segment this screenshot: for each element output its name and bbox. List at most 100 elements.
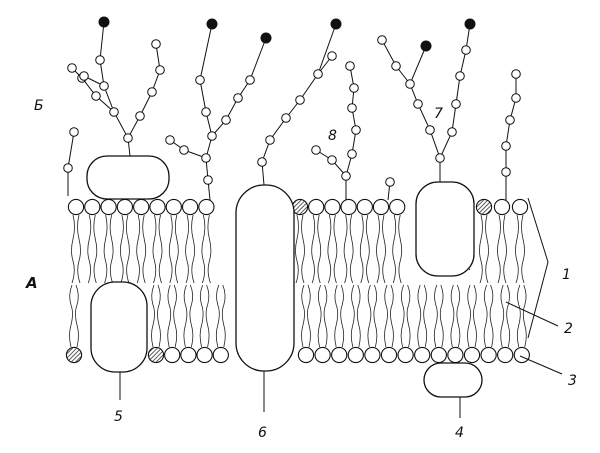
lipid-tail xyxy=(479,214,483,284)
lipid-head-outer xyxy=(324,198,341,216)
sugar-residue xyxy=(99,81,109,91)
lipid-tail xyxy=(323,284,328,348)
lipid-tail xyxy=(75,284,79,348)
sialic-acid-residue xyxy=(206,18,218,30)
lipid-head-outer xyxy=(67,198,85,216)
lipid-head-outer xyxy=(165,198,182,216)
oligosaccharide-chain xyxy=(345,65,357,177)
sugar-residue xyxy=(349,83,359,93)
lipid-tail xyxy=(450,284,455,348)
sialic-acid-residue xyxy=(260,32,272,44)
sugar-residue xyxy=(201,107,211,117)
sugar-residue xyxy=(123,133,133,143)
sugar-residue xyxy=(377,35,387,45)
label-7: 7 xyxy=(434,106,443,122)
lipid-head-outer xyxy=(372,198,390,216)
lipid-tail xyxy=(522,284,527,348)
inner-leaflet-heads xyxy=(65,346,530,364)
sugar-residue xyxy=(91,91,101,101)
sugar-residue xyxy=(311,145,321,155)
sugar-residue xyxy=(233,93,243,103)
lipid-tail xyxy=(516,284,521,348)
lipid-tail xyxy=(390,284,394,348)
oligosaccharide-chain xyxy=(439,23,471,159)
lipid-tail xyxy=(392,214,397,284)
sugar-residue xyxy=(385,177,395,187)
lipid-tail xyxy=(398,214,403,284)
lipid-head-inner xyxy=(497,346,514,364)
lipid-tail xyxy=(103,214,108,284)
lipid-tail xyxy=(215,284,220,348)
sugar-residue xyxy=(179,145,189,155)
lipid-head-inner xyxy=(430,346,447,364)
label-2: 2 xyxy=(564,321,573,337)
sugar-residue xyxy=(455,71,465,81)
sugar-residue xyxy=(501,141,511,151)
lipid-head-inner xyxy=(380,346,398,364)
lipid-head-inner xyxy=(364,346,381,364)
sialic-acid-residue xyxy=(330,18,342,30)
sugar-residue xyxy=(281,113,291,123)
lipid-head-inner xyxy=(164,346,181,364)
sugar-residue xyxy=(69,127,79,137)
lipid-tail xyxy=(126,214,130,284)
sugar-residue xyxy=(109,107,119,117)
lipid-head-outer xyxy=(198,198,215,216)
lipid-tail xyxy=(521,214,525,284)
sugar-residue xyxy=(221,115,231,125)
lipid-tail xyxy=(158,214,163,284)
lipid-head-outer xyxy=(389,198,406,216)
lipid-tail xyxy=(503,214,507,284)
sugar-residue xyxy=(147,87,157,97)
lipid-head-outer xyxy=(308,198,325,216)
lipid-head-outer xyxy=(475,198,493,216)
lipid-tail xyxy=(151,284,155,348)
lipid-tail xyxy=(189,284,194,348)
lipid-tail xyxy=(439,284,444,348)
lipid-tail xyxy=(120,214,124,284)
bracket-1 xyxy=(527,197,549,339)
sugar-residue xyxy=(67,63,77,73)
label-B: Б xyxy=(34,98,44,114)
sugar-residue xyxy=(351,125,361,135)
sugar-residue xyxy=(425,125,435,135)
sugar-residue xyxy=(265,135,275,145)
sugar-residue xyxy=(135,111,145,121)
lipid-tail xyxy=(406,284,411,348)
lipid-tail xyxy=(199,284,204,348)
lipid-head-outer xyxy=(116,198,134,216)
lipid-head-inner xyxy=(212,346,229,364)
label-8: 8 xyxy=(328,128,337,144)
label-1: 1 xyxy=(562,267,571,283)
lipid-tail xyxy=(400,284,405,348)
lipid-tail xyxy=(69,284,73,348)
lipid-tail xyxy=(207,214,212,284)
lipid-tail xyxy=(373,284,378,348)
sugar-residue xyxy=(505,115,515,125)
sugar-residue xyxy=(435,153,445,163)
lipid-tail xyxy=(185,214,189,284)
oligosaccharide-chain xyxy=(211,37,267,137)
lipid-tail xyxy=(349,214,354,284)
lipid-tail xyxy=(93,214,98,284)
sugar-residue xyxy=(501,167,511,177)
sugar-residue xyxy=(341,171,351,181)
lipid-head-outer xyxy=(511,198,529,216)
lipid-tail xyxy=(515,214,519,284)
lipid-head-inner xyxy=(414,346,431,364)
lipid-tail xyxy=(506,284,511,348)
peripheral-protein-outer xyxy=(86,155,170,200)
lipid-head-inner xyxy=(463,346,481,364)
lipid-tail xyxy=(384,284,388,348)
lipid-tail xyxy=(483,284,488,348)
lipid-tail xyxy=(356,284,361,348)
lipid-head-outer xyxy=(133,198,150,216)
sugar-residue xyxy=(155,65,165,75)
lipid-tail xyxy=(417,284,422,348)
lipid-tail xyxy=(382,214,386,284)
lipid-tail xyxy=(301,284,305,348)
sugar-residue xyxy=(391,61,401,71)
outer-leaflet-heads xyxy=(67,198,529,216)
lipid-tail xyxy=(334,284,339,348)
